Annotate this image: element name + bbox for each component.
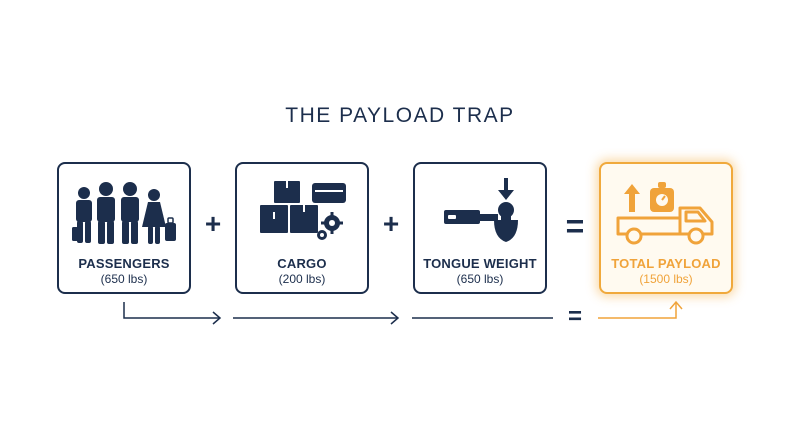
passengers-weight: (650 lbs)	[100, 272, 148, 286]
cargo-boxes-icon	[237, 172, 367, 252]
total-payload-value: (1500 lbs)	[639, 272, 693, 286]
plus-sign-1: +	[204, 208, 222, 239]
arrow-total	[598, 302, 677, 319]
diagram-title: THE PAYLOAD TRAP	[285, 104, 515, 127]
passengers-label: PASSENGERS	[78, 256, 170, 271]
arrow-1	[123, 302, 220, 319]
plus-sign-2: +	[382, 208, 400, 239]
trailer-hitch-icon	[415, 172, 545, 252]
cargo-label: CARGO	[277, 256, 327, 271]
equals-sign: =	[565, 208, 585, 244]
tongue-weight-card: TONGUE WEIGHT (650 lbs)	[413, 162, 547, 294]
tongue-weight-value: (650 lbs)	[456, 272, 504, 286]
passengers-card: PASSENGERS (650 lbs)	[57, 162, 191, 294]
cargo-card: CARGO (200 lbs)	[235, 162, 369, 294]
tongue-weight-label: TONGUE WEIGHT	[423, 256, 537, 271]
truck-scale-icon	[601, 172, 731, 252]
total-payload-card: TOTAL PAYLOAD (1500 lbs)	[599, 162, 733, 294]
passengers-icon	[59, 172, 189, 252]
cargo-weight: (200 lbs)	[278, 272, 326, 286]
total-payload-label: TOTAL PAYLOAD	[611, 256, 721, 271]
equals-sign-bottom: =	[567, 303, 582, 330]
